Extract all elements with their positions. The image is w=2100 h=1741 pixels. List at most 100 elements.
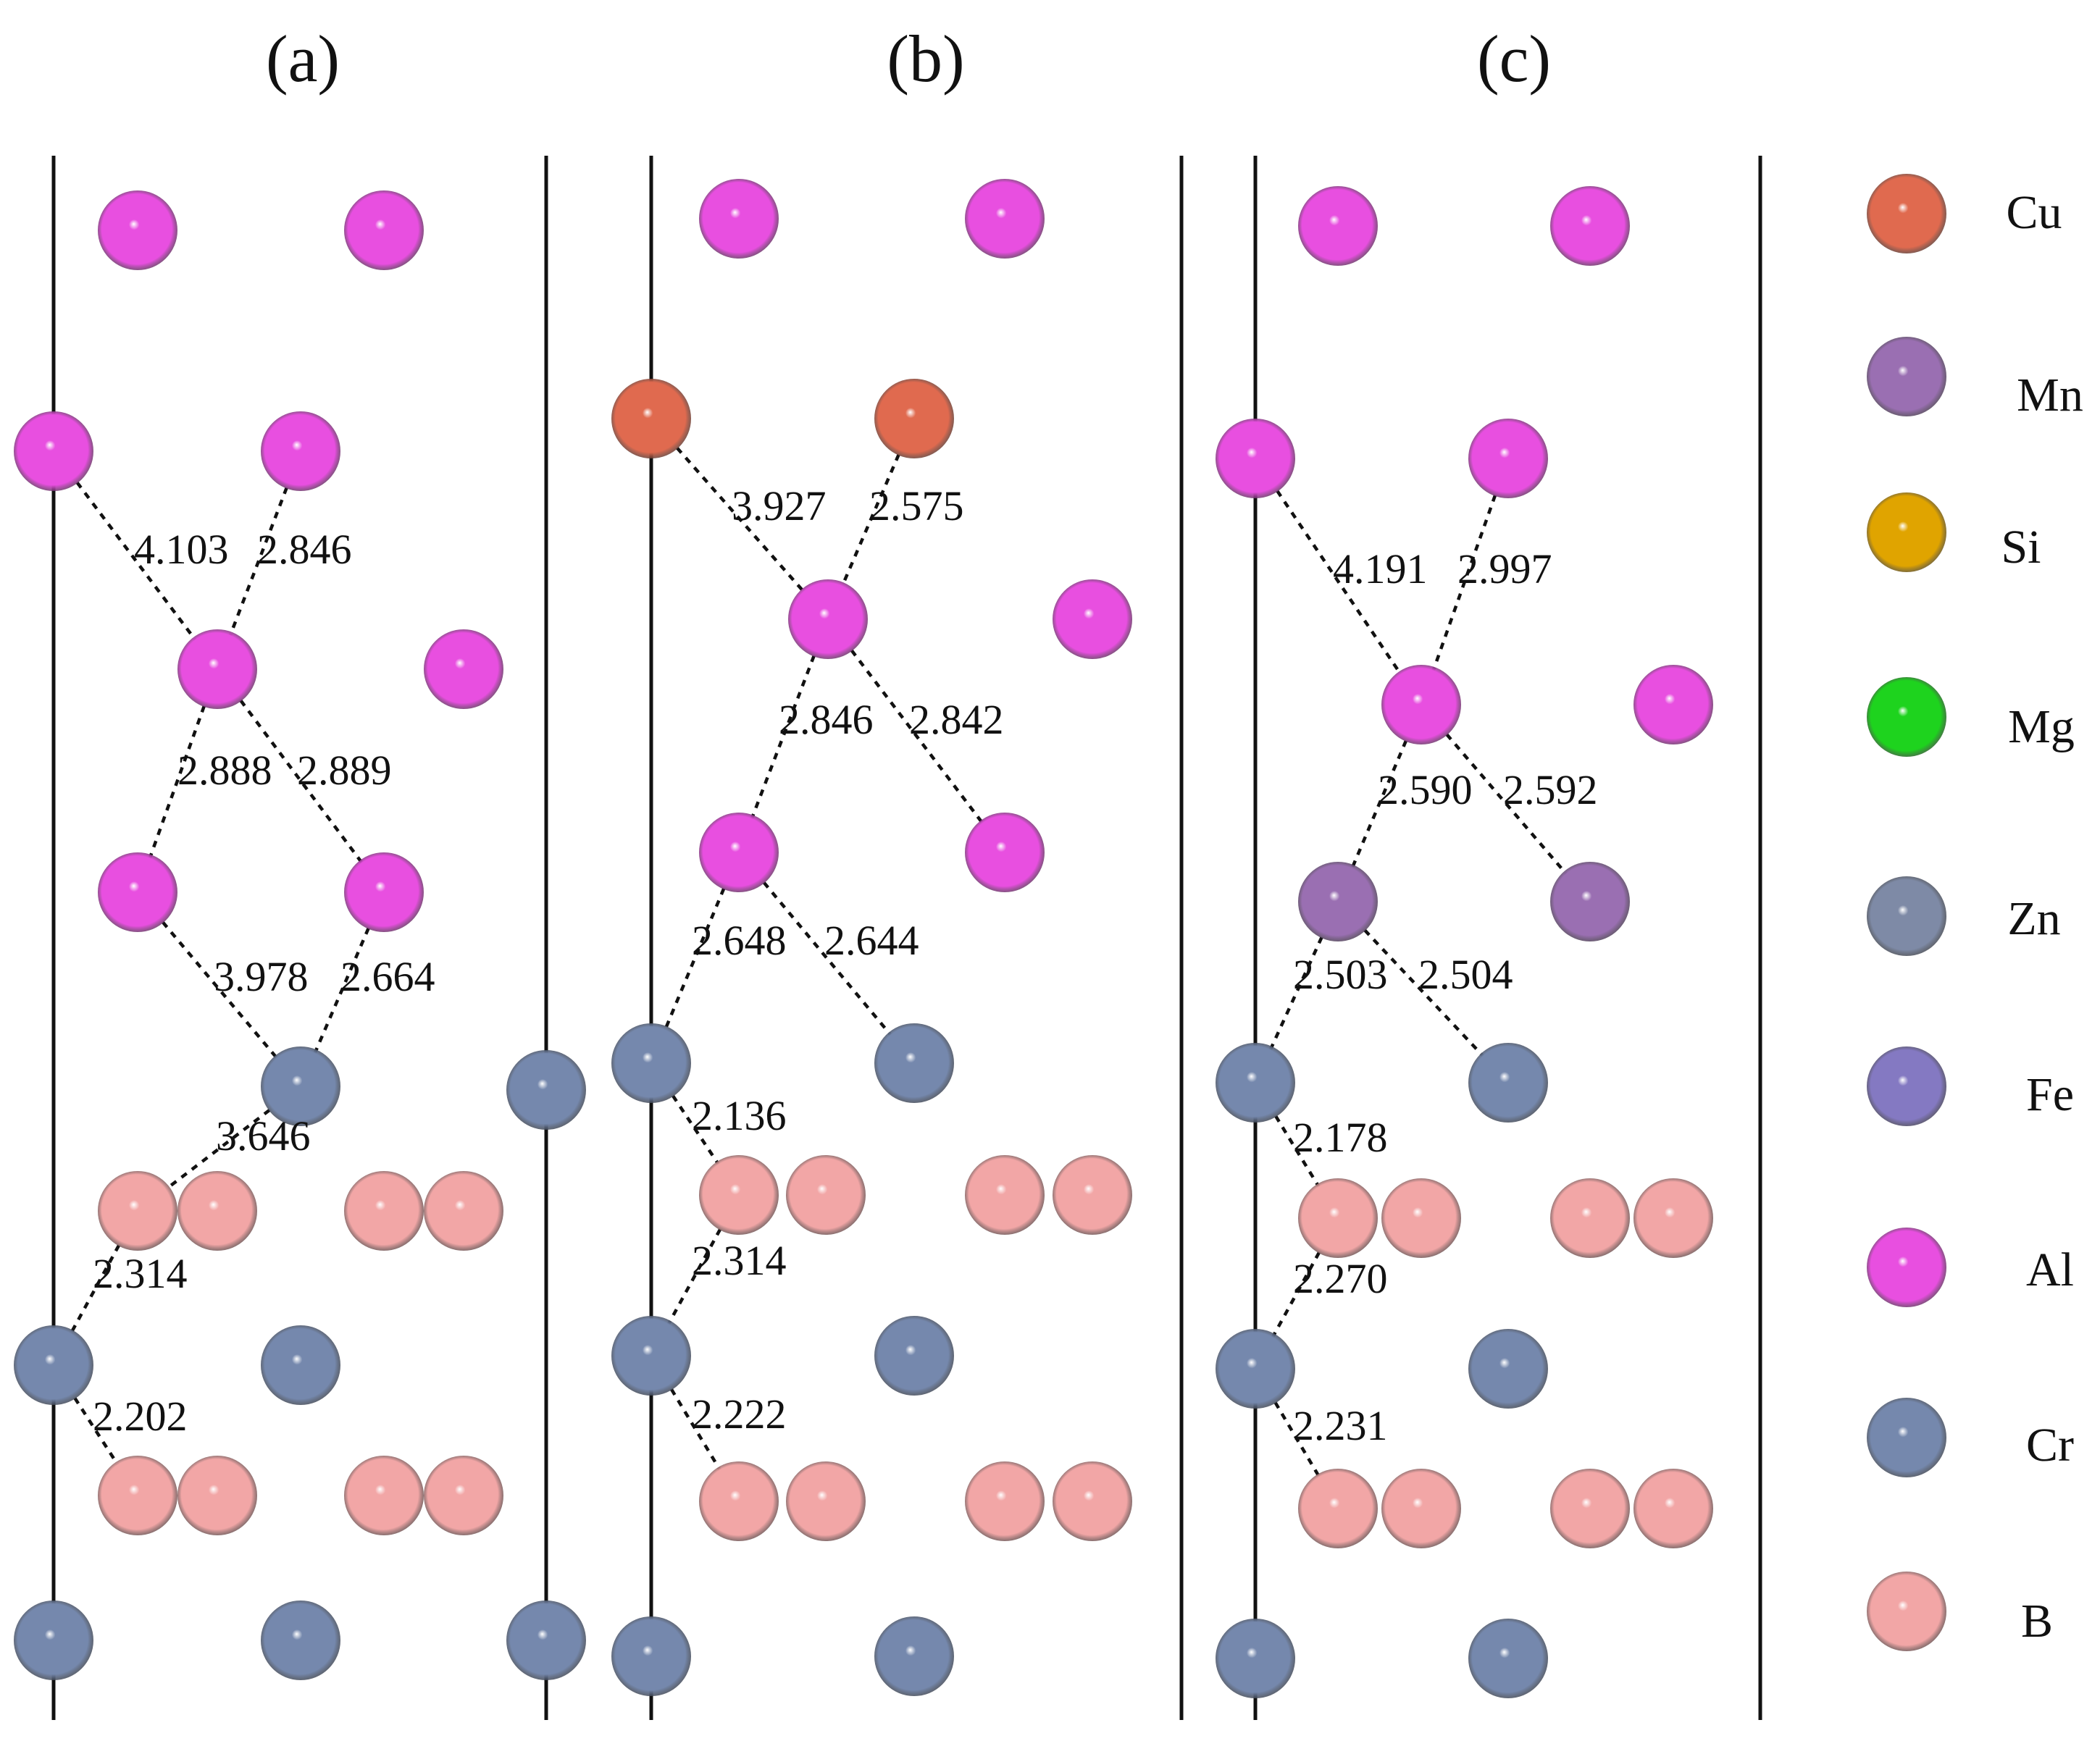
- cr-atom: [874, 1616, 954, 1696]
- al-atom: [14, 411, 93, 491]
- distance-label: 2.592: [1503, 766, 1598, 813]
- cr-atom: [14, 1325, 93, 1405]
- al-atom: [1381, 665, 1461, 744]
- distance-label: 2.503: [1293, 951, 1388, 998]
- fe-atom: [1867, 1046, 1946, 1126]
- al-atom: [1867, 1228, 1946, 1307]
- b-atom: [98, 1171, 177, 1251]
- al-atom: [344, 190, 424, 270]
- cr-atom: [261, 1046, 340, 1126]
- element-legend: Cu Mn Si Mg Zn Fe Al Cr B: [1867, 174, 2083, 1651]
- distance-label: 2.202: [93, 1393, 188, 1440]
- cr-atom: [506, 1601, 586, 1680]
- b-atom: [424, 1456, 503, 1535]
- legend-label-si: Si: [2001, 521, 2041, 574]
- cu-atom: [1867, 174, 1946, 253]
- legend-label-al: Al: [2026, 1243, 2074, 1296]
- distance-label: 2.846: [779, 696, 874, 743]
- distance-label: 2.270: [1293, 1255, 1388, 1302]
- b-atom: [1053, 1461, 1132, 1541]
- cr-atom: [1216, 1619, 1295, 1698]
- distance-label: 2.846: [257, 526, 352, 573]
- cr-atom: [1216, 1043, 1295, 1123]
- cr-atom: [611, 1023, 691, 1103]
- al-atom: [1216, 419, 1295, 498]
- distance-label: 2.664: [340, 953, 435, 1000]
- al-atom: [344, 852, 424, 932]
- distance-labels-b: 3.927 2.575 2.846 2.842 2.648 2.644 2.13…: [692, 482, 1004, 1438]
- legend-label-mg: Mg: [2008, 700, 2075, 753]
- atoms-panel-c: [1216, 186, 1713, 1698]
- b-atom: [344, 1171, 424, 1251]
- b-atom: [1633, 1178, 1713, 1258]
- b-atom: [699, 1155, 779, 1235]
- legend-label-cr: Cr: [2026, 1419, 2074, 1472]
- al-atom: [177, 629, 257, 709]
- distance-label: 2.842: [909, 696, 1004, 743]
- panel-label-c: (c): [1477, 22, 1551, 96]
- al-atom: [1468, 419, 1548, 498]
- atoms-panel-a: [14, 190, 586, 1680]
- distance-label: 4.103: [134, 526, 229, 573]
- panel-label-b: (b): [887, 22, 964, 96]
- b-atom: [1298, 1469, 1378, 1548]
- distance-label: 2.231: [1293, 1402, 1388, 1449]
- b-atom: [1633, 1469, 1713, 1548]
- cr-atom: [874, 1316, 954, 1396]
- distance-label: 2.575: [869, 482, 964, 529]
- atoms-panel-b: [611, 179, 1132, 1696]
- b-atom: [786, 1461, 866, 1541]
- distance-label: 3.646: [216, 1112, 311, 1159]
- zn-atom: [1867, 876, 1946, 956]
- cr-atom: [1468, 1619, 1548, 1698]
- mn-atom: [1298, 862, 1378, 941]
- b-atom: [1381, 1469, 1461, 1548]
- b-atom: [1550, 1178, 1630, 1258]
- b-atom: [424, 1171, 503, 1251]
- distance-label: 2.222: [692, 1390, 787, 1438]
- distance-label: 2.648: [692, 917, 787, 964]
- cr-atom: [14, 1601, 93, 1680]
- panel-label-a: (a): [266, 22, 340, 96]
- distance-label: 2.314: [93, 1250, 188, 1297]
- b-atom: [965, 1461, 1045, 1541]
- cu-atom: [874, 379, 954, 458]
- al-atom: [699, 179, 779, 259]
- distance-label: 2.504: [1418, 951, 1513, 998]
- distance-label: 2.136: [692, 1092, 787, 1139]
- cr-atom: [1867, 1398, 1946, 1477]
- al-atom: [699, 813, 779, 892]
- b-atom: [1298, 1178, 1378, 1258]
- distance-label: 2.889: [297, 747, 392, 794]
- al-atom: [1633, 665, 1713, 744]
- legend-label-b: B: [2021, 1595, 2053, 1648]
- al-atom: [788, 579, 868, 659]
- al-atom: [1053, 579, 1132, 659]
- cr-atom: [611, 1316, 691, 1396]
- b-atom: [699, 1461, 779, 1541]
- b-atom: [344, 1456, 424, 1535]
- cr-atom: [1216, 1329, 1295, 1409]
- cr-atom: [261, 1325, 340, 1405]
- cr-atom: [874, 1023, 954, 1103]
- legend-label-zn: Zn: [2007, 892, 2060, 945]
- al-atom: [424, 629, 503, 709]
- al-atom: [98, 190, 177, 270]
- cr-atom: [506, 1050, 586, 1130]
- distance-label: 2.997: [1457, 545, 1552, 592]
- al-atom: [98, 852, 177, 932]
- b-atom: [177, 1171, 257, 1251]
- b-atom: [1381, 1178, 1461, 1258]
- cr-atom: [1468, 1329, 1548, 1409]
- al-atom: [1550, 186, 1630, 266]
- mg-atom: [1867, 677, 1946, 757]
- b-atom: [177, 1456, 257, 1535]
- al-atom: [965, 813, 1045, 892]
- legend-label-mn: Mn: [2017, 369, 2083, 421]
- distance-labels-a: 4.103 2.846 2.888 2.889 3.978 2.664 3.64…: [93, 526, 435, 1440]
- b-atom: [786, 1155, 866, 1235]
- b-atom: [1053, 1155, 1132, 1235]
- cr-atom: [1468, 1043, 1548, 1123]
